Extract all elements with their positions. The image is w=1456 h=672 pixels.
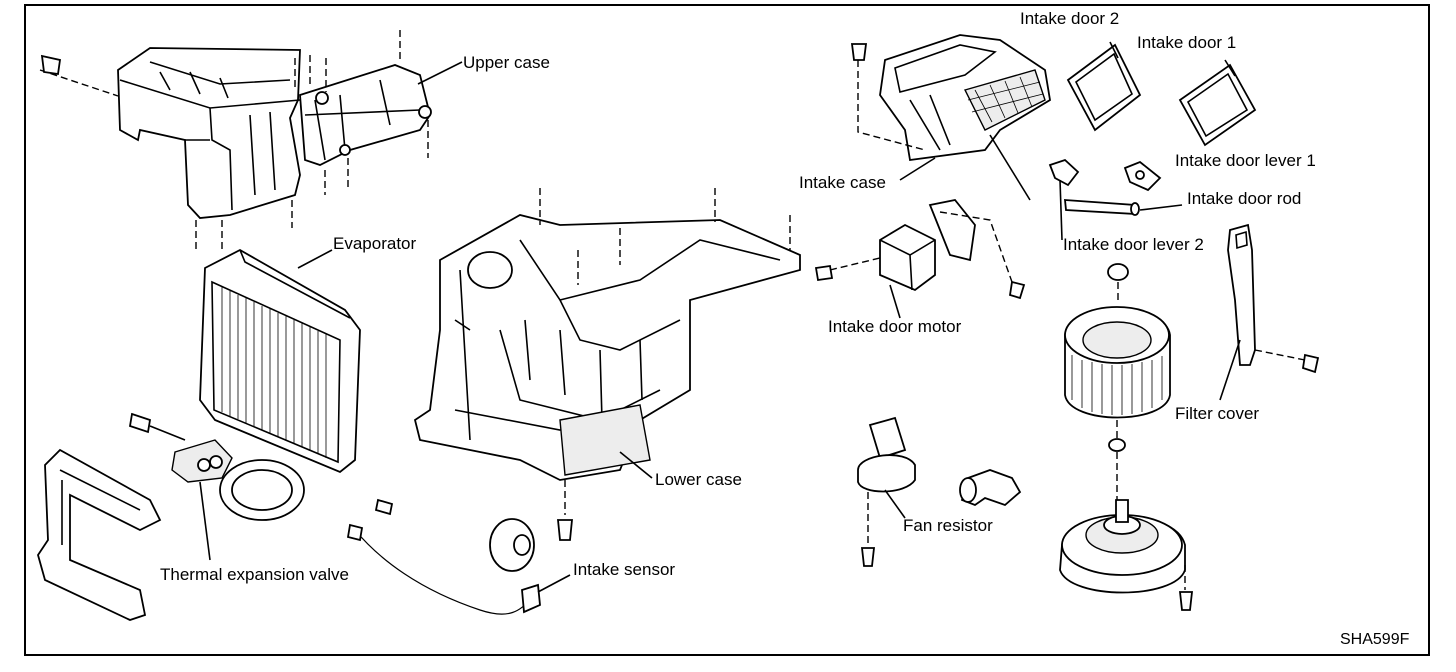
filter-cover-label: Filter cover [1175,404,1260,423]
lower-case-label: Lower case [655,470,742,489]
intake-door-lever-1-part [1123,160,1162,192]
intake-door-lever-1-label: Intake door lever 1 [1175,151,1316,170]
thermal-expansion-valve-label: Thermal expansion valve [160,565,349,584]
intake-door-1-part [1178,59,1257,147]
fan-resistor-part [857,416,916,567]
upper-case-label: Upper case [463,53,550,72]
grommet-part [489,518,535,572]
expansion-valve-assembly [37,412,571,621]
intake-door-lever-2-label: Intake door lever 2 [1063,235,1204,254]
intake-case-label: Intake case [799,173,886,192]
intake-door-2-part [1066,41,1142,132]
intake-case-part [850,34,1051,201]
evaporator-part [199,248,361,474]
blower-fan-part [1064,263,1171,500]
intake-door-motor-label: Intake door motor [828,317,962,336]
intake-door-lever-2-part [1048,158,1080,241]
intake-door-1-label: Intake door 1 [1137,33,1237,52]
harness-grommet-part [959,469,1022,507]
fan-resistor-label: Fan resistor [903,516,993,535]
upper-case-part [39,30,463,250]
intake-door-rod-label: Intake door rod [1187,189,1302,208]
figure-code: SHA599F [1340,631,1410,648]
intake-door-motor-part [814,199,1026,319]
intake-sensor-label: Intake sensor [573,560,676,579]
evaporator-label: Evaporator [333,234,417,253]
intake-door-rod-part [1063,199,1183,216]
lower-case-part [413,188,801,541]
filter-cover-part [1219,223,1320,401]
intake-door-2-label: Intake door 2 [1020,9,1120,28]
blower-motor-part [1059,499,1194,611]
